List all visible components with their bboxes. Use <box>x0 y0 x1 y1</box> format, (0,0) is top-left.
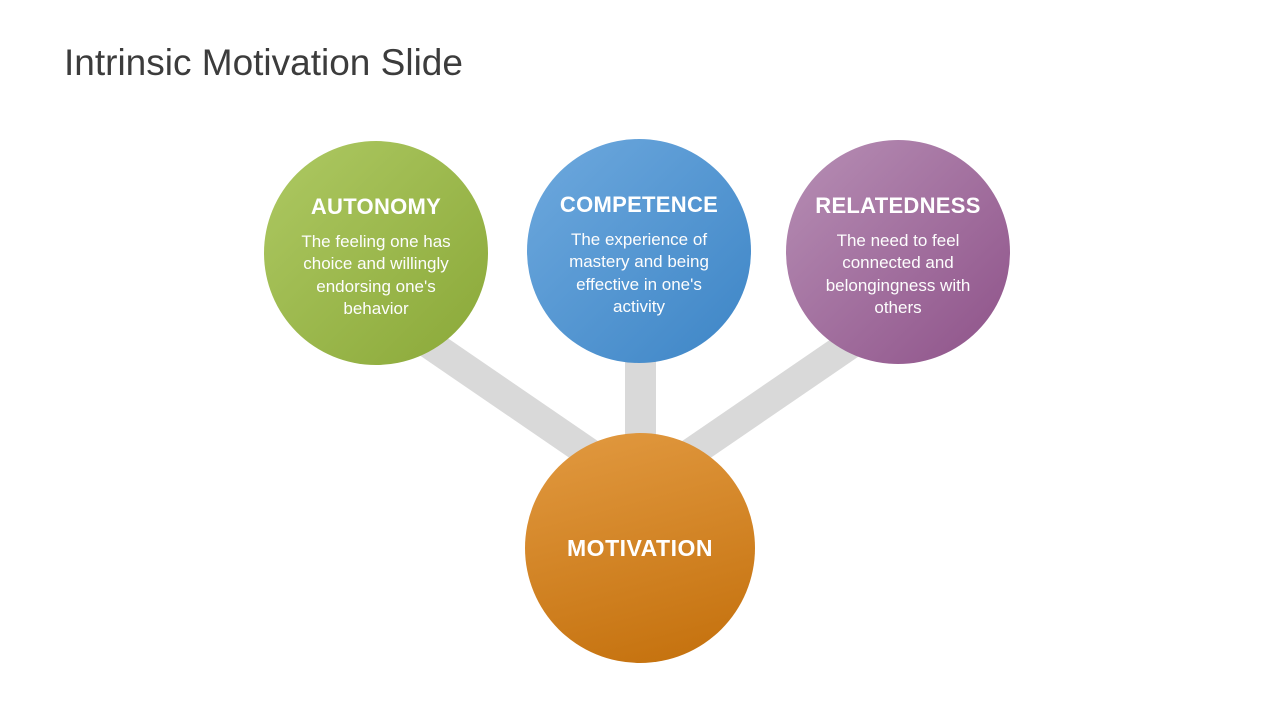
slide-title: Intrinsic Motivation Slide <box>64 42 463 83</box>
node-relatedness-description: The need to feel connected and belonging… <box>825 230 971 317</box>
node-motivation-label: MOTIVATION <box>567 534 713 561</box>
node-autonomy-description: The feeling one has choice and willingly… <box>301 231 451 318</box>
node-competence-label: COMPETENCE <box>559 191 719 217</box>
node-autonomy-circle: AUTONOMY The feeling one has choice and … <box>264 141 488 365</box>
node-autonomy-label: AUTONOMY <box>310 193 442 219</box>
node-motivation-circle: MOTIVATION <box>525 433 755 663</box>
node-relatedness-label: RELATEDNESS <box>815 192 981 218</box>
node-competence-description: The experience of mastery and being effe… <box>569 229 709 316</box>
node-relatedness-circle: RELATEDNESS The need to feel connected a… <box>786 140 1010 364</box>
node-competence-circle: COMPETENCE The experience of mastery and… <box>527 139 751 363</box>
